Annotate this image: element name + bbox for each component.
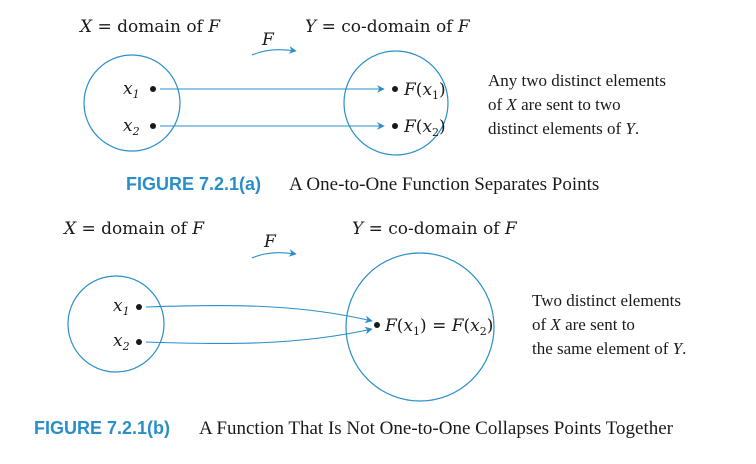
panel-a-x2-label: x2 bbox=[123, 116, 140, 138]
panel-b-image-label: F(x1) = F(x2) bbox=[384, 316, 493, 338]
panel-a-fx1-label: F(x1) bbox=[403, 80, 446, 102]
panel-b-function-label: F bbox=[263, 232, 277, 252]
panel-b-image-point bbox=[374, 322, 380, 328]
panel-a-codomain-label: Y = co-domain of F bbox=[305, 17, 471, 37]
panel-a-x1-point bbox=[150, 86, 156, 92]
panel-b-codomain-circle bbox=[345, 252, 495, 402]
panel-b-codomain-label: Y = co-domain of F bbox=[352, 219, 518, 239]
panel-a-fx2-label: F(x2) bbox=[403, 117, 446, 139]
panel-b-x2-label: x2 bbox=[113, 331, 130, 353]
panel-a-note-line-3: distinct elements of Y. bbox=[488, 119, 639, 138]
panel-a-codomain-circle bbox=[343, 50, 449, 156]
panel-b-function-arrow-icon bbox=[251, 249, 297, 259]
panel-a-x2-point bbox=[150, 123, 156, 129]
panel-a: X = domain of F Y = co-domain of F F x1 … bbox=[78, 17, 666, 195]
panel-a-note-line-2: of X are sent to two bbox=[488, 95, 621, 114]
panel-b-map-arrow-2 bbox=[145, 326, 373, 345]
panel-b: X = domain of F Y = co-domain of F F x1 … bbox=[34, 219, 686, 439]
panel-b-caption-id: FIGURE 7.2.1(b) bbox=[34, 418, 170, 438]
panel-b-x1-point bbox=[136, 304, 142, 310]
panel-a-function-label: F bbox=[261, 30, 275, 50]
panel-a-caption-text: A One-to-One Function Separates Points bbox=[289, 174, 599, 195]
panel-b-domain-circle bbox=[67, 275, 165, 373]
panel-a-note-line-1: Any two distinct elements bbox=[488, 71, 666, 90]
panel-b-note-line-3: the same element of Y. bbox=[532, 339, 686, 358]
panel-b-note-line-1: Two distinct elements bbox=[532, 291, 681, 310]
panel-a-fx1-point bbox=[392, 86, 398, 92]
panel-a-domain-circle bbox=[83, 54, 181, 152]
panel-b-map-arrow-1 bbox=[145, 304, 373, 324]
panel-b-domain-label: X = domain of F bbox=[62, 219, 205, 239]
panel-a-function-arrow-icon bbox=[251, 46, 297, 56]
panel-a-fx2-point bbox=[392, 123, 398, 129]
panel-a-caption-id: FIGURE 7.2.1(a) bbox=[126, 174, 261, 194]
panel-b-x1-label: x1 bbox=[113, 296, 130, 318]
panel-a-domain-label: X = domain of F bbox=[78, 17, 221, 37]
panel-b-caption-text: A Function That Is Not One-to-One Collap… bbox=[199, 418, 674, 439]
panel-b-note-line-2: of X are sent to bbox=[532, 315, 635, 334]
panel-a-x1-label: x1 bbox=[123, 79, 140, 101]
panel-b-x2-point bbox=[136, 339, 142, 345]
